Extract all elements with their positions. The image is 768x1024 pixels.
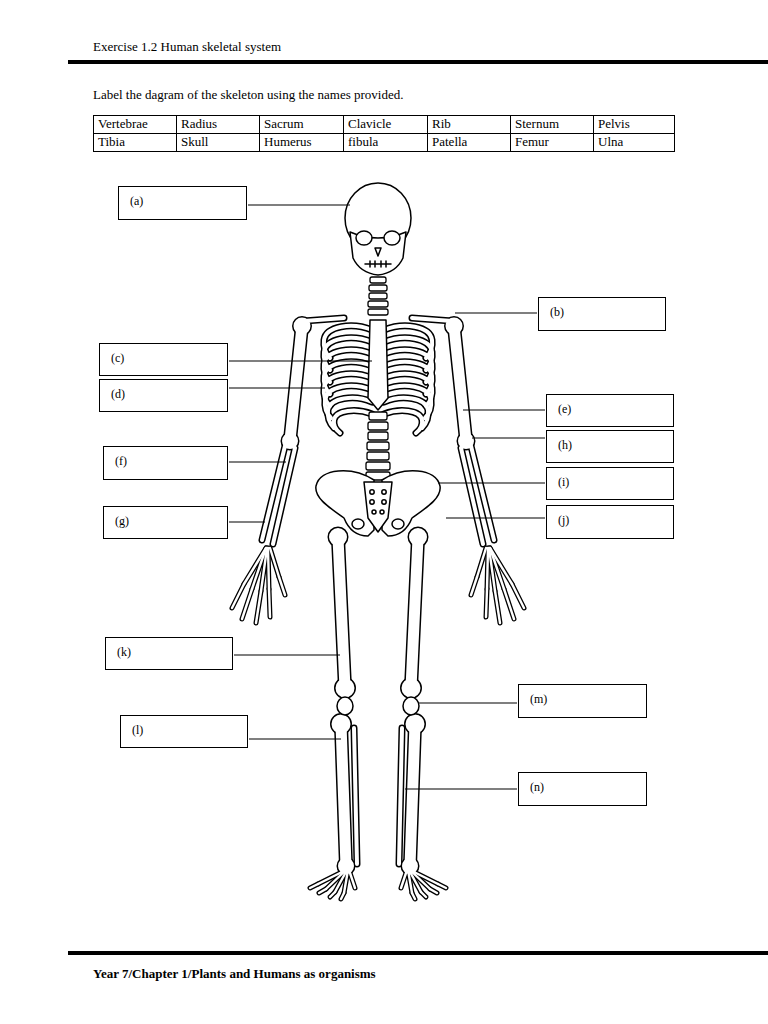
table-cell: Clavicle	[343, 115, 428, 134]
pelvis-drawing	[316, 471, 440, 536]
box-letter: (c)	[111, 351, 124, 365]
table-cell: Humerus	[259, 133, 344, 152]
table-cell: Femur	[510, 133, 594, 152]
leader-line	[234, 654, 340, 655]
label-box: (d)	[99, 379, 228, 412]
bone-fill	[232, 318, 524, 899]
label-box: (m)	[518, 684, 647, 718]
leader-line	[229, 360, 372, 361]
box-letter: (d)	[111, 387, 125, 401]
table-cell: Radius	[176, 115, 260, 134]
label-box: (b)	[538, 297, 666, 331]
leader-line	[405, 788, 517, 789]
footer-text: Year 7/Chapter 1/Plants and Humans as or…	[93, 966, 376, 982]
leader-line	[248, 204, 350, 205]
leader-line	[455, 312, 537, 313]
worksheet-title: Exercise 1.2 Human skeletal system	[93, 39, 281, 55]
box-letter: (m)	[530, 692, 547, 706]
label-box: (c)	[99, 343, 228, 376]
table-cell: Skull	[176, 133, 260, 152]
leader-line	[472, 437, 545, 438]
table-cell: Pelvis	[593, 115, 675, 134]
label-box: (f)	[103, 446, 228, 480]
label-box: (e)	[546, 394, 674, 427]
box-letter: (g)	[115, 514, 129, 528]
vertebrae-drawing	[366, 277, 390, 480]
table-cell: Rib	[427, 115, 511, 134]
box-letter: (a)	[130, 194, 143, 208]
table-cell: Ulna	[593, 133, 675, 152]
label-box: (i)	[546, 467, 674, 500]
label-box: (n)	[518, 772, 647, 806]
table-cell: Tibia	[93, 133, 177, 152]
table-cell: Vertebrae	[93, 115, 177, 134]
footer-rule	[68, 951, 768, 955]
leader-line	[446, 517, 545, 518]
table-cell: fibula	[343, 133, 428, 152]
patella-drawing	[337, 697, 419, 715]
leader-line	[229, 461, 286, 462]
leader-line	[229, 521, 265, 522]
leader-line	[419, 702, 517, 703]
box-letter: (h)	[558, 438, 572, 452]
label-box: (j)	[546, 505, 674, 539]
sternum-drawing	[368, 320, 388, 410]
box-letter: (l)	[132, 723, 143, 737]
label-box: (l)	[120, 715, 248, 748]
box-letter: (k)	[117, 645, 131, 659]
leader-line	[463, 409, 545, 410]
leader-lines	[229, 205, 545, 789]
box-letter: (i)	[558, 475, 569, 489]
box-letter: (j)	[558, 513, 569, 527]
bone-outline	[232, 318, 524, 899]
table-cell: Sternum	[510, 115, 594, 134]
label-box: (a)	[118, 186, 247, 220]
box-letter: (e)	[558, 402, 571, 416]
leader-line	[249, 738, 341, 739]
leader-line	[229, 387, 325, 388]
header-rule	[68, 60, 768, 64]
skull-drawing	[345, 183, 411, 275]
instruction-text: Label the dagram of the skeleton using t…	[93, 87, 403, 103]
box-letter: (b)	[550, 305, 564, 319]
box-letter: (f)	[115, 454, 127, 468]
label-box: (h)	[546, 430, 674, 463]
box-letter: (n)	[530, 780, 544, 794]
table-cell: Patella	[427, 133, 511, 152]
leader-line	[438, 482, 545, 483]
table-cell: Sacrum	[259, 115, 344, 134]
label-box: (g)	[103, 506, 228, 539]
label-box: (k)	[105, 637, 233, 670]
